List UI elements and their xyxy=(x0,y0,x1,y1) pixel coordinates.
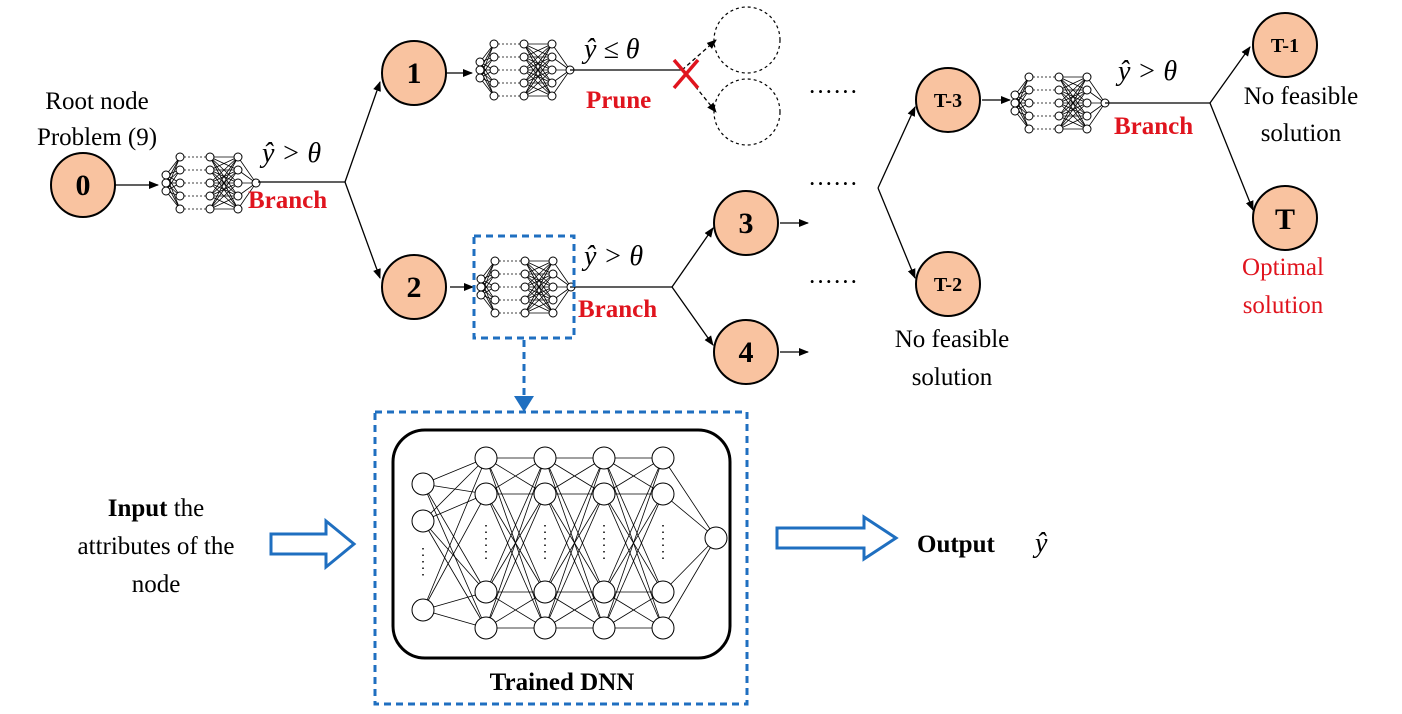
svg-text:T: T xyxy=(1275,203,1295,236)
no-feasible-t2-line1: No feasible xyxy=(895,326,1010,353)
edges xyxy=(115,39,1254,412)
mini-dnn-node2 xyxy=(476,256,576,318)
condition-t3: ŷ > θ xyxy=(1115,56,1177,87)
optimal-line2: solution xyxy=(1243,292,1324,319)
node-4: 4 xyxy=(713,319,779,385)
svg-text:3: 3 xyxy=(739,207,754,240)
mini-dnn-node1 xyxy=(475,39,575,101)
ellipsis-top: ······ xyxy=(808,79,858,106)
node-1: 1 xyxy=(381,40,447,106)
trained-dnn-network xyxy=(411,446,728,640)
prune-label: Prune xyxy=(586,87,651,114)
output-label: Output xyxy=(917,531,995,558)
node-3: 3 xyxy=(713,190,779,256)
output-symbol: ŷ xyxy=(1032,528,1048,559)
condition-node2: ŷ > θ xyxy=(581,241,643,272)
branch-label-t3: Branch xyxy=(1114,113,1193,140)
node-t: T xyxy=(1252,185,1318,251)
trained-dnn-title: Trained DNN xyxy=(490,669,635,696)
hollow-arrow-icon-output xyxy=(775,514,899,562)
branch-label-root: Branch xyxy=(248,187,327,214)
input-label-line1: Input the xyxy=(108,495,205,522)
hollow-arrow-icon xyxy=(269,517,357,571)
svg-text:T-2: T-2 xyxy=(934,274,962,296)
ellipsis-bottom: ······ xyxy=(808,269,858,296)
svg-text:2: 2 xyxy=(407,271,422,304)
input-label-line2: attributes of the xyxy=(78,533,235,560)
optimal-line1: Optimal xyxy=(1242,254,1324,281)
node-t-2: T-2 xyxy=(915,251,981,317)
root-label-line1: Root node xyxy=(45,88,148,115)
red-x-icon xyxy=(672,58,700,90)
mini-dnn-root xyxy=(161,152,261,214)
svg-text:T-1: T-1 xyxy=(1271,35,1299,57)
no-feasible-t2-line2: solution xyxy=(912,364,993,391)
mini-dnn-t3 xyxy=(1010,72,1110,134)
no-feasible-t1-line1: No feasible xyxy=(1244,83,1359,110)
node-t-1: T-1 xyxy=(1252,12,1318,78)
condition-node1: ŷ ≤ θ xyxy=(581,34,640,65)
pruned-node-bottom xyxy=(713,78,781,146)
input-label-line3: node xyxy=(132,571,181,598)
pruned-node-top xyxy=(713,6,781,74)
node-t-3: T-3 xyxy=(915,67,981,133)
no-feasible-t1-line2: solution xyxy=(1261,120,1342,147)
svg-text:0: 0 xyxy=(76,169,91,202)
svg-text:1: 1 xyxy=(407,57,422,90)
highlight-box-node2-dnn xyxy=(472,234,576,340)
trained-dnn-frame xyxy=(373,410,749,706)
root-label-line2: Problem (9) xyxy=(37,124,157,151)
input-bold: Input xyxy=(108,495,168,522)
svg-text:4: 4 xyxy=(739,336,754,369)
ellipsis-middle: ······ xyxy=(808,171,858,198)
condition-root: ŷ > θ xyxy=(259,138,321,169)
node-2: 2 xyxy=(381,254,447,320)
input-rest: the xyxy=(167,495,204,522)
branch-label-node2: Branch xyxy=(578,296,657,323)
node-0: 0 xyxy=(50,152,116,218)
svg-text:T-3: T-3 xyxy=(934,90,962,112)
